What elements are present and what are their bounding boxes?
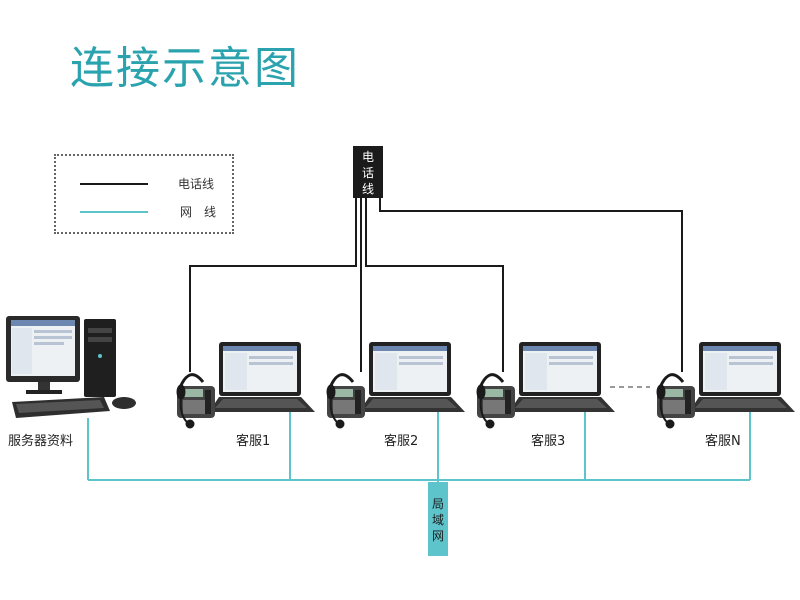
laptop-icon bbox=[209, 342, 315, 412]
agent-station-2 bbox=[326, 342, 465, 429]
legend-phone-line-swatch bbox=[80, 183, 148, 185]
headset-icon bbox=[656, 373, 685, 429]
desk-phone-icon bbox=[477, 386, 515, 418]
legend-phone-line-label: 电话线 bbox=[178, 177, 215, 191]
desk-phone-icon bbox=[327, 386, 365, 418]
headset-icon bbox=[326, 373, 355, 429]
agent-station-n bbox=[656, 342, 795, 429]
network-lines bbox=[87, 410, 751, 482]
phone-line-agent1 bbox=[189, 198, 357, 372]
lan-box: 局 域 网 bbox=[428, 482, 448, 556]
laptop-icon bbox=[509, 342, 615, 412]
desk-phone-icon bbox=[657, 386, 695, 418]
agent-label-1: 客服1 bbox=[236, 434, 271, 449]
legend-network-line-label: 网 线 bbox=[180, 205, 217, 219]
agent-station-3 bbox=[476, 342, 615, 429]
phone-line-agent3 bbox=[365, 198, 504, 372]
lan-box-label: 局 域 网 bbox=[431, 497, 444, 543]
phone-line-box: 电 话 线 bbox=[353, 146, 383, 198]
phone-line-box-label: 电 话 线 bbox=[361, 150, 374, 196]
desk-phone-icon bbox=[177, 386, 215, 418]
phone-lines bbox=[189, 198, 683, 372]
server-computer-icon bbox=[6, 316, 136, 418]
laptop-icon bbox=[689, 342, 795, 412]
server-label: 服务器资料 bbox=[8, 434, 74, 449]
laptop-icon bbox=[359, 342, 465, 412]
agent-label-2: 客服2 bbox=[384, 434, 419, 449]
agent-label-3: 客服3 bbox=[531, 434, 566, 449]
legend-network-line-swatch bbox=[80, 211, 148, 213]
headset-icon bbox=[476, 373, 505, 429]
phone-line-agentN bbox=[379, 198, 683, 372]
legend-box: 电话线 网 线 bbox=[54, 154, 234, 234]
page-title: 连接示意图 bbox=[70, 43, 300, 94]
agent-label-n: 客服N bbox=[705, 434, 741, 449]
agent-station-1 bbox=[176, 342, 315, 429]
headset-icon bbox=[176, 373, 205, 429]
